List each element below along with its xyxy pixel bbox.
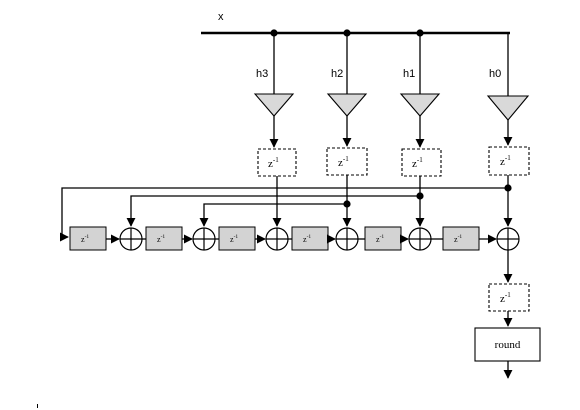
chain-delay-4: z-1	[291, 226, 329, 251]
delay-label-exp: -1	[307, 234, 312, 240]
svg-text:z-1: z-1	[303, 234, 311, 244]
input-label-x: x	[218, 11, 224, 23]
chain-delay-6: z-1	[442, 226, 480, 251]
feedback-line-3	[199, 203, 347, 227]
delay-label-exp: -1	[85, 234, 90, 240]
feedback-line-2	[126, 195, 420, 227]
chain-delay-3: z-1	[218, 226, 256, 251]
delay-label-z: z	[376, 235, 380, 244]
adder-2	[192, 227, 216, 251]
delay-label-z: z	[338, 157, 343, 169]
tap-label-h3: h3	[256, 68, 268, 80]
tap-label-h0: h0	[489, 68, 501, 80]
delay-label-exp: -1	[380, 234, 385, 240]
delay-label-exp: -1	[234, 234, 239, 240]
svg-text:z-1: z-1	[376, 234, 384, 244]
adder-1	[119, 227, 143, 251]
delay-label-z: z	[412, 158, 417, 170]
chain-delay-2: z-1	[145, 226, 183, 251]
adder-6	[496, 227, 520, 251]
multiplier-h3	[253, 93, 295, 117]
delay-label-exp: -1	[505, 154, 511, 162]
svg-text:z-1: z-1	[81, 234, 89, 244]
svg-text:z-1: z-1	[412, 156, 423, 170]
delay-label-z: z	[81, 235, 85, 244]
svg-text:z-1: z-1	[338, 155, 349, 169]
delay-box-h2: z-1	[326, 147, 368, 176]
delay-label-exp: -1	[273, 156, 279, 164]
chain-delay-5: z-1	[364, 226, 402, 251]
tap-label-h2: h2	[331, 68, 343, 80]
tap-label-h1: h1	[403, 68, 415, 80]
multiplier-h2	[326, 93, 368, 117]
adder-5	[408, 227, 432, 251]
delay-box-h1: z-1	[401, 148, 442, 177]
feedback-line-1	[59, 187, 508, 242]
chain-delay-1: z-1	[69, 226, 107, 251]
delay-label-exp: -1	[161, 234, 166, 240]
delay-box-h3: z-1	[257, 148, 297, 177]
delay-label-z: z	[500, 293, 505, 305]
delay-label-exp: -1	[417, 156, 423, 164]
delay-label-exp: -1	[458, 234, 463, 240]
round-block: round	[474, 327, 541, 362]
multiplier-h0	[486, 95, 530, 121]
output-delay-box: z-1	[488, 283, 530, 312]
delay-label-z: z	[230, 235, 234, 244]
svg-text:z-1: z-1	[500, 154, 511, 168]
delay-label-exp: -1	[343, 155, 349, 163]
round-label: round	[495, 339, 521, 351]
svg-text:z-1: z-1	[157, 234, 165, 244]
delay-box-h0: z-1	[488, 146, 530, 176]
delay-label-z: z	[500, 156, 505, 168]
delay-label-z: z	[454, 235, 458, 244]
svg-text:z-1: z-1	[268, 156, 279, 170]
adder-4	[335, 227, 359, 251]
svg-text:z-1: z-1	[500, 291, 511, 305]
delay-label-z: z	[268, 158, 273, 170]
delay-label-z: z	[157, 235, 161, 244]
delay-label-exp: -1	[505, 291, 511, 299]
svg-text:z-1: z-1	[454, 234, 462, 244]
multiplier-h1	[399, 93, 441, 117]
svg-text:z-1: z-1	[230, 234, 238, 244]
adder-3	[265, 227, 289, 251]
delay-label-z: z	[303, 235, 307, 244]
